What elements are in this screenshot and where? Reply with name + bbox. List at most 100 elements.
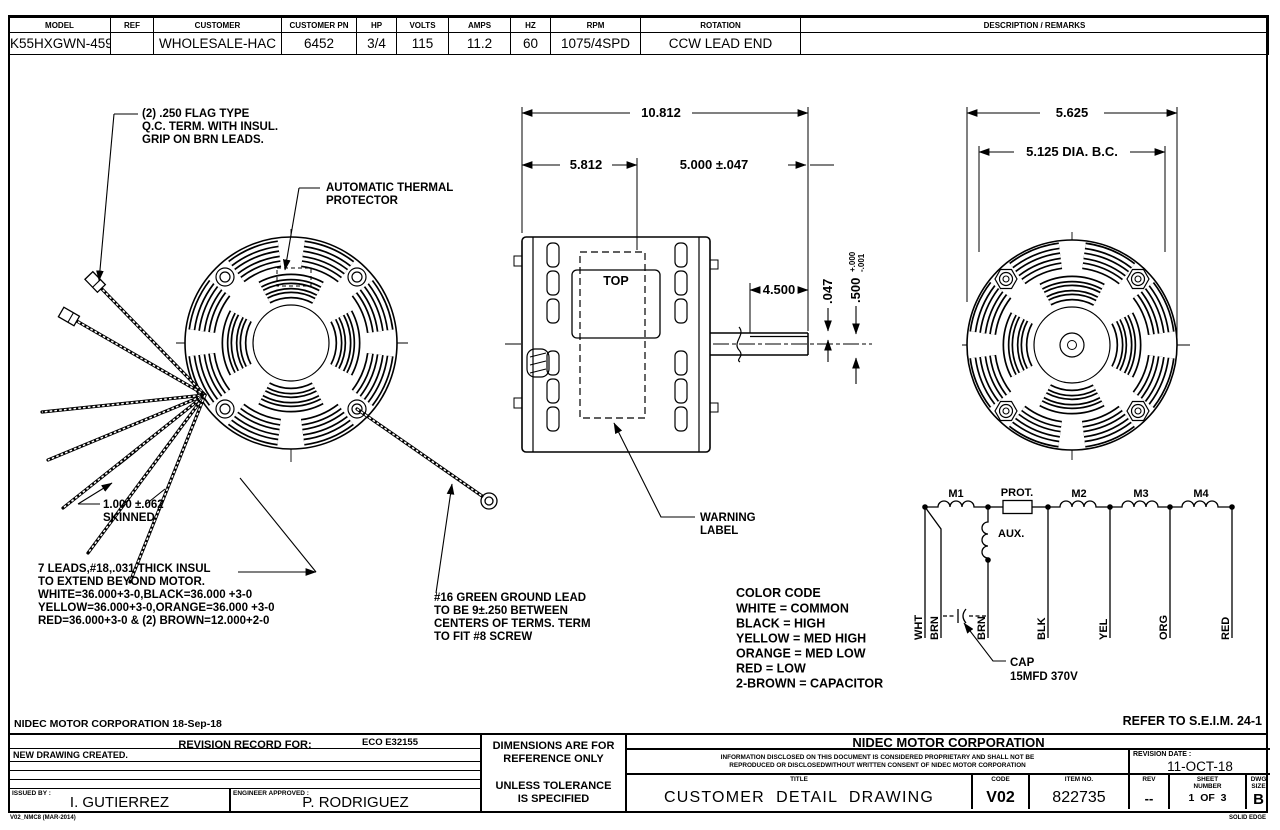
wiring-schematic: M1 PROT. M2 M3 M4 AUX. WHT BRN BRN BLK Y…: [913, 487, 1235, 683]
col-ref: REF: [110, 15, 154, 33]
val-customer: WHOLESALE-HAC: [153, 32, 282, 55]
revision-empty-row: [10, 762, 480, 771]
mounting-tab: [513, 255, 523, 267]
vent-slots: [187, 239, 395, 447]
dimension-047: .047: [820, 279, 835, 362]
refer-note: REFER TO S.E.I.M. 24-1: [1123, 714, 1262, 728]
label-prot: PROT.: [1001, 487, 1033, 499]
dim-bolt-od: 5.625: [1056, 105, 1089, 120]
motor-shaft-end-view: 5.625 5.125 DIA. B.C.: [962, 105, 1190, 460]
ground-note-line3: CENTERS OF TERMS. TERM: [434, 618, 591, 630]
spec-table: MODEL REF CUSTOMER CUSTOMER PN HP VOLTS …: [8, 15, 1269, 55]
color-code-block: COLOR CODE WHITE = COMMON BLACK = HIGH Y…: [736, 586, 883, 691]
vent-slots: [968, 241, 1176, 449]
flag-note-line3: GRIP ON BRN LEADS.: [142, 134, 264, 146]
col-hp: HP: [356, 15, 397, 33]
rev-label: REV: [1142, 776, 1156, 783]
dimension-5-125: 5.125 DIA. B.C.: [978, 144, 1166, 252]
leads-note-line3: WHITE=36.000+3-0,BLACK=36.000 +3-0: [38, 589, 252, 601]
item-no-cell: ITEM NO. 822735: [1028, 775, 1128, 809]
revision-empty-row: [10, 780, 480, 789]
val-customer-pn: 6452: [281, 32, 357, 55]
capacitor-symbol: [943, 608, 986, 624]
drawing-title: CUSTOMER DETAIL DRAWING: [663, 789, 934, 806]
eco-number: ECO E32155: [362, 737, 418, 748]
issued-by-name: I. GUTIERREZ: [69, 794, 170, 811]
issued-by-cell: ISSUED BY : I. GUTIERREZ: [10, 789, 229, 811]
color-code-white: WHITE = COMMON: [736, 602, 849, 616]
sheet-number-cell: SHEET NUMBER 1 OF 3: [1168, 775, 1245, 809]
side-vent-slots: [546, 242, 688, 432]
label-m4: M4: [1193, 488, 1209, 500]
spec-table-value-row: K55HXGWN-4594 WHOLESALE-HAC 6452 3/4 115…: [8, 32, 1269, 55]
color-code-red: RED = LOW: [736, 662, 806, 676]
mounting-tab: [709, 402, 719, 413]
code-label: CODE: [991, 776, 1010, 783]
dim-bolt-circle: 5.125 DIA. B.C.: [1026, 144, 1118, 159]
dwg-size-cell: DWG SIZE B: [1245, 775, 1270, 809]
engineer-approved-name: P. RODRIGUEZ: [302, 794, 409, 811]
label-brn2: BRN: [976, 616, 988, 640]
leads-note-line2: TO EXTEND BEYOND MOTOR.: [38, 576, 205, 588]
label-yel: YEL: [1098, 618, 1110, 640]
flag-terminal: [57, 306, 81, 327]
protector-symbol: [1002, 499, 1033, 515]
engineer-approved-label: ENGINEER APPROVED :: [233, 790, 309, 797]
color-code-brown: 2-BROWN = CAPACITOR: [736, 677, 883, 691]
dim-body-length: 5.812: [570, 157, 603, 172]
val-volts: 115: [396, 32, 449, 55]
dim-shaft-tol-plus: +.000: [848, 251, 857, 272]
top-label-plate: [571, 269, 661, 339]
label-red: RED: [1220, 617, 1232, 640]
winding-m4: [1170, 500, 1232, 508]
dwg-label: DWG: [1250, 776, 1267, 783]
dim-flat-length: 4.500: [763, 282, 796, 297]
revision-record-label: REVISION RECORD FOR:: [178, 739, 312, 751]
title-label: TITLE: [790, 776, 808, 783]
label-org: ORG: [1158, 615, 1170, 640]
sheet-value: 1 OF 3: [1188, 792, 1227, 804]
revision-entry: NEW DRAWING CREATED.: [10, 749, 480, 762]
val-hp: 3/4: [356, 32, 397, 55]
dim-shaft-tol-minus: -.001: [857, 253, 866, 272]
sheet-label2: NUMBER: [1193, 783, 1222, 790]
lead-exit-grommet: [526, 348, 550, 378]
color-code-orange: ORANGE = MED LOW: [736, 647, 866, 661]
dims-note-line2: REFERENCE ONLY: [503, 753, 604, 765]
revision-date-cell: REVISION DATE : 11-OCT-18: [1128, 750, 1270, 774]
label-aux: AUX.: [998, 528, 1024, 540]
val-description: [800, 32, 1269, 55]
disclaimer-line2: REPRODUCED OR DISCLOSEDWITHOUT WRITTEN C…: [729, 762, 1026, 769]
color-code-title: COLOR CODE: [736, 586, 821, 600]
revision-record-header: REVISION RECORD FOR: ECO E32155: [10, 735, 480, 751]
val-rotation: CCW LEAD END: [640, 32, 801, 55]
title-block: REVISION RECORD FOR: ECO E32155 NEW DRAW…: [8, 733, 1270, 813]
label-m2: M2: [1071, 488, 1086, 500]
winding-m2: [1048, 500, 1110, 508]
dimension-500: .500 +.000 -.001: [848, 251, 866, 384]
col-description: DESCRIPTION / REMARKS: [800, 15, 1269, 33]
disclaimer-line1: INFORMATION DISCLOSED ON THIS DOCUMENT I…: [720, 754, 1035, 761]
ground-note-line1: #16 GREEN GROUND LEAD: [434, 592, 586, 604]
winding-m3: [1110, 500, 1170, 508]
revision-date-label: REVISION DATE :: [1133, 751, 1192, 758]
val-ref: [110, 32, 154, 55]
warning-note-line2: LABEL: [700, 525, 738, 537]
flag-note-line1: (2) .250 FLAG TYPE: [142, 108, 250, 120]
leads-note-line1: 7 LEADS,#18,.031 THICK INSUL: [38, 563, 211, 575]
corp-date-note: NIDEC MOTOR CORPORATION 18-Sep-18: [14, 718, 222, 730]
col-hz: HZ: [510, 15, 551, 33]
dimension-5-000: 5.000 ±.047: [680, 157, 834, 172]
revision-record-section: REVISION RECORD FOR: ECO E32155 NEW DRAW…: [10, 735, 480, 811]
winding-m1: [925, 500, 988, 508]
leads-note-line4: YELLOW=36.000+3-0,ORANGE=36.000 +3-0: [38, 602, 275, 614]
ground-lead: [355, 407, 498, 510]
dims-note-line1: DIMENSIONS ARE FOR: [492, 740, 615, 752]
dim-flat-depth: .047: [820, 279, 835, 304]
val-rpm: 1075/4SPD: [550, 32, 641, 55]
top-label: TOP: [603, 274, 628, 288]
label-blk: BLK: [1036, 617, 1048, 640]
dwg-size-value: B: [1253, 791, 1264, 808]
mounting-tab: [513, 397, 523, 409]
